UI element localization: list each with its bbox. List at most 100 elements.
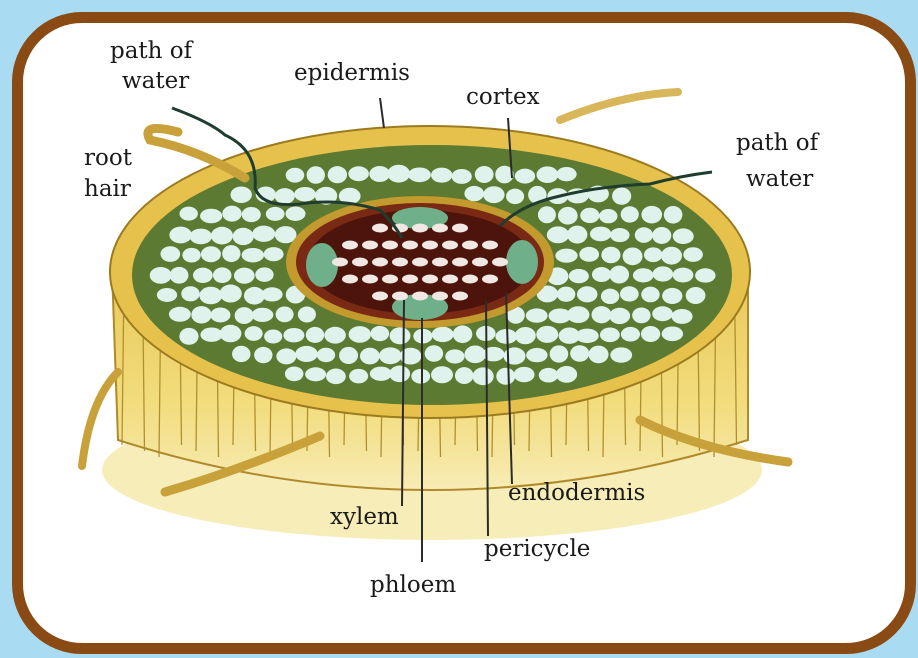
cortex-cell — [610, 228, 630, 242]
cortex-cell — [200, 328, 222, 342]
cortex-cell — [182, 248, 200, 263]
cortex-cell — [635, 227, 653, 243]
stele-cell — [462, 275, 478, 284]
cortex-cell — [210, 308, 230, 323]
cortex-cell — [328, 166, 347, 183]
cortex-cell — [326, 369, 346, 385]
cortex-cell — [579, 247, 599, 262]
cortex-cell — [623, 247, 643, 265]
cortex-cell — [686, 287, 706, 304]
stele-cell — [462, 241, 478, 250]
label-path-of-water-right-line2: water — [746, 166, 813, 192]
root-hair — [560, 92, 678, 120]
cortex-cell — [242, 248, 265, 262]
cortex-cell — [242, 207, 261, 222]
cortex-cell — [201, 246, 221, 262]
cortex-cell — [245, 326, 263, 341]
cortex-cell — [169, 227, 192, 244]
cortex-cell — [387, 165, 410, 183]
cortex-cell — [360, 348, 380, 365]
stele-cell — [372, 224, 388, 233]
cortex-cell — [264, 329, 282, 343]
cortex-cell — [348, 166, 368, 181]
cortex-cell — [276, 306, 294, 322]
cortex-cell — [539, 368, 558, 383]
cortex-cell — [592, 267, 611, 282]
cortex-cell — [633, 268, 654, 282]
cortex-cell — [588, 346, 608, 364]
cortex-cell — [506, 189, 524, 204]
cortex-cell — [389, 366, 410, 383]
cortex-cell — [232, 346, 250, 362]
cortex-cell — [254, 347, 272, 363]
cortex-cell — [473, 367, 494, 385]
cortex-cell — [285, 207, 305, 221]
stele-cell — [432, 292, 448, 301]
cortex-cell — [652, 306, 673, 321]
cortex-cell — [339, 347, 358, 364]
stele-cell — [442, 275, 458, 284]
cortex-cell — [266, 207, 285, 221]
root-hair — [148, 128, 245, 178]
stele-cell — [402, 275, 418, 284]
cortex-cell — [526, 308, 548, 322]
cortex-cell — [252, 226, 275, 242]
cortex-cell — [558, 207, 578, 225]
cortex-cell — [200, 209, 222, 224]
cortex-cell — [411, 369, 430, 384]
cortex-cell — [306, 327, 324, 343]
cortex-cell — [276, 348, 296, 364]
cortex-cell — [662, 288, 682, 304]
stele-cell — [432, 258, 448, 267]
cortex-cell — [230, 186, 251, 203]
stele-cell — [342, 275, 358, 284]
cortex-cell — [452, 169, 472, 184]
cortex-cell — [555, 249, 577, 263]
label-xylem: xylem — [330, 504, 399, 530]
cortex-cell — [661, 247, 682, 265]
cortex-cell — [286, 168, 305, 183]
cortex-cell — [592, 306, 612, 323]
stele-cell — [412, 224, 428, 233]
stele-cell — [382, 275, 398, 284]
cortex-cell — [475, 166, 494, 183]
cortex-cell — [431, 168, 452, 183]
stele-cell — [362, 275, 378, 284]
stele-cell — [482, 275, 498, 284]
cortex-cell — [432, 327, 454, 342]
cortex-cell — [298, 306, 316, 322]
cortex-cell — [294, 187, 316, 202]
cortex-cell — [370, 367, 392, 381]
cortex-cell — [262, 287, 283, 301]
cortex-cell — [515, 169, 535, 184]
stele-cell — [452, 224, 468, 233]
cortex-cell — [295, 346, 318, 362]
label-path-of-water-left-line1: path of — [110, 38, 194, 64]
label-path-of-water-left-line2: water — [122, 68, 189, 94]
stele-cell — [372, 292, 388, 301]
cortex-cell — [220, 325, 242, 342]
cortex-cell — [169, 307, 191, 322]
stele-cell — [392, 292, 408, 301]
stele-cell — [402, 241, 418, 250]
cortex-cell — [644, 247, 662, 262]
stele-cell — [422, 275, 438, 284]
stele-cell — [472, 258, 488, 267]
stele-cell — [332, 258, 348, 267]
cortex-cell — [390, 327, 411, 344]
cortex-cell — [664, 206, 683, 224]
cortex-cell — [425, 345, 443, 362]
cortex-cell — [307, 166, 325, 184]
cortex-cell — [317, 348, 335, 362]
cortex-cell — [190, 229, 212, 245]
cortex-cell — [612, 187, 631, 204]
cortex-cell — [621, 327, 640, 342]
stele-cell — [372, 258, 388, 267]
cortex-cell — [379, 347, 402, 364]
stele-cell — [492, 258, 508, 267]
cortex-cell — [567, 226, 587, 244]
cortex-cell — [577, 286, 597, 302]
cortex-cell — [570, 345, 589, 361]
cortex-cell — [235, 307, 254, 324]
